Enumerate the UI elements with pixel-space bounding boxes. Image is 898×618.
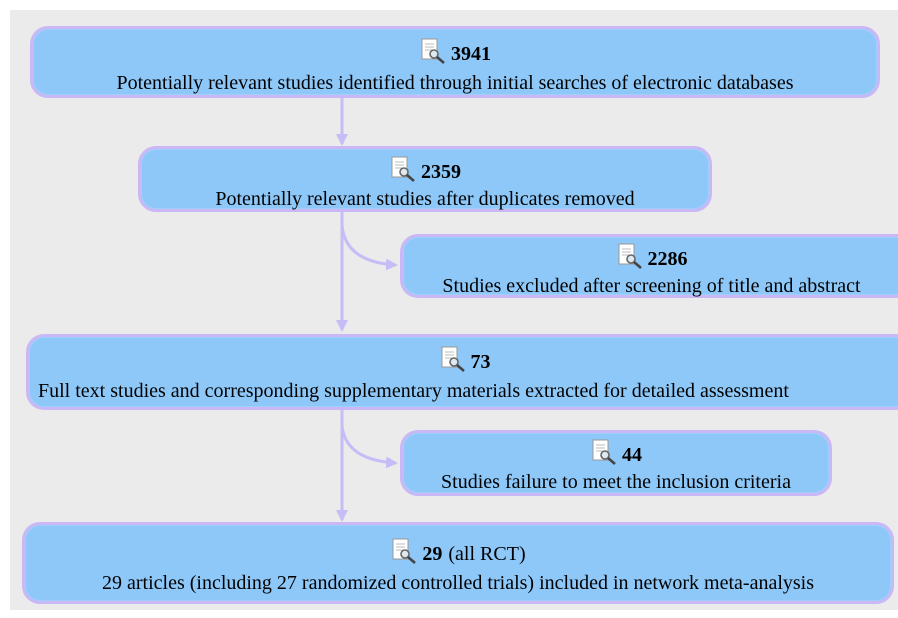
full-text-box: 73 Full text studies and corresponding s… (26, 334, 898, 410)
arrow-4-to-5 (340, 424, 398, 469)
document-search-icon (421, 38, 445, 64)
flowchart-canvas (10, 10, 898, 610)
description: Potentially relevant studies identified … (116, 72, 794, 94)
description: Full text studies and corresponding supp… (38, 380, 789, 402)
description: Potentially relevant studies after dupli… (215, 188, 635, 210)
description: Studies failure to meet the inclusion cr… (441, 471, 791, 493)
count: 44 (622, 444, 642, 466)
duplicates-removed-box: 2359 Potentially relevant studies after … (138, 146, 712, 212)
document-search-icon (392, 538, 417, 564)
count: 2359 (421, 161, 461, 183)
count: 2286 (647, 248, 688, 270)
document-search-icon (618, 243, 642, 269)
description: 29 articles (including 27 randomized con… (101, 572, 814, 594)
description: Studies excluded after screening of titl… (442, 275, 861, 297)
count: 3941 (451, 43, 491, 65)
excluded-screening-box: 2286 Studies excluded after screening of… (400, 234, 898, 298)
arrow-2-to-3 (340, 224, 398, 271)
inclusion-failure-box: 44 Studies failure to meet the inclusion… (400, 430, 832, 496)
count-suffix: (all RCT) (448, 543, 526, 565)
document-search-icon (441, 346, 465, 372)
count: 29 (422, 543, 443, 565)
count: 73 (470, 351, 491, 373)
included-box: 29 (all RCT) 29 articles (including 27 r… (22, 522, 894, 604)
document-search-icon (592, 439, 616, 465)
identified-box: 3941 Potentially relevant studies identi… (30, 26, 880, 98)
document-search-icon (391, 156, 415, 182)
